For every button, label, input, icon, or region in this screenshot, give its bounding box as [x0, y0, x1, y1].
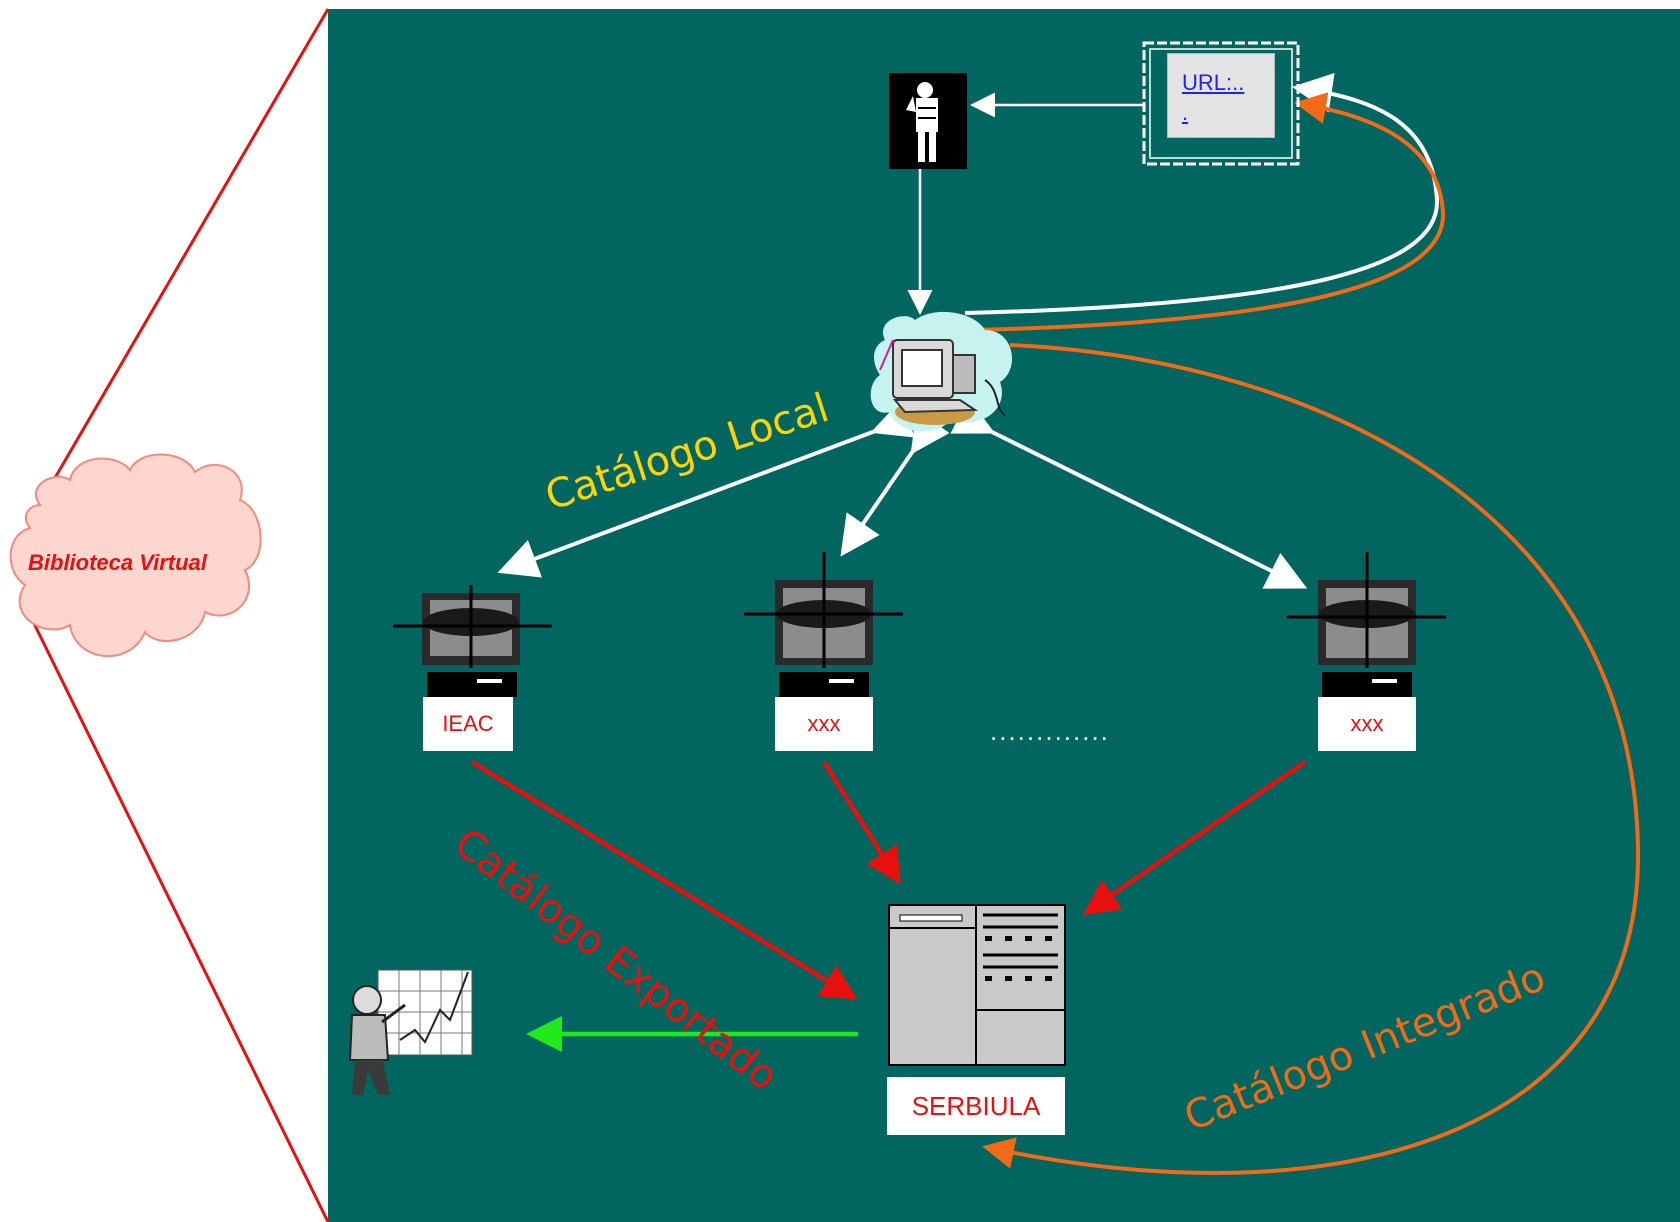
arrow-export-ieac — [470, 760, 858, 1000]
curve-workstation-to-url-orange — [974, 92, 1446, 332]
node-xxx-center: xxx — [775, 697, 873, 751]
url-screen: URL:.. . — [1167, 53, 1275, 138]
analyst-chart-icon — [348, 969, 473, 1095]
computer-icon-ieac — [393, 585, 552, 697]
url-link[interactable]: URL:.. . — [1182, 70, 1245, 125]
zoom-line-bottom — [20, 598, 330, 1222]
arrow-export-xxx-center — [822, 760, 901, 885]
server-icon — [888, 904, 1066, 1066]
curve-workstation-to-url-white — [964, 72, 1440, 315]
arrow-local-ieac — [497, 400, 915, 578]
arrow-export-xxx-right — [1082, 760, 1307, 916]
node-xxx-right: xxx — [1318, 697, 1416, 751]
ellipsis: ............. — [990, 716, 1110, 746]
node-ieac: IEAC — [423, 697, 513, 751]
computer-icon-xxx-right — [1287, 552, 1446, 697]
url-screen-icon — [1142, 41, 1300, 166]
arrow-local-xxx-center — [840, 410, 950, 557]
user-icon — [889, 73, 967, 169]
node-serbiula: SERBIULA — [887, 1077, 1065, 1135]
workstation-icon — [870, 311, 1012, 432]
cloud-shape — [9, 453, 262, 657]
cloud-label: Biblioteca Virtual — [28, 550, 207, 575]
computer-icon-xxx-center — [744, 552, 903, 697]
zoom-line-top — [36, 8, 330, 508]
arrow-local-xxx-right — [950, 397, 1308, 589]
